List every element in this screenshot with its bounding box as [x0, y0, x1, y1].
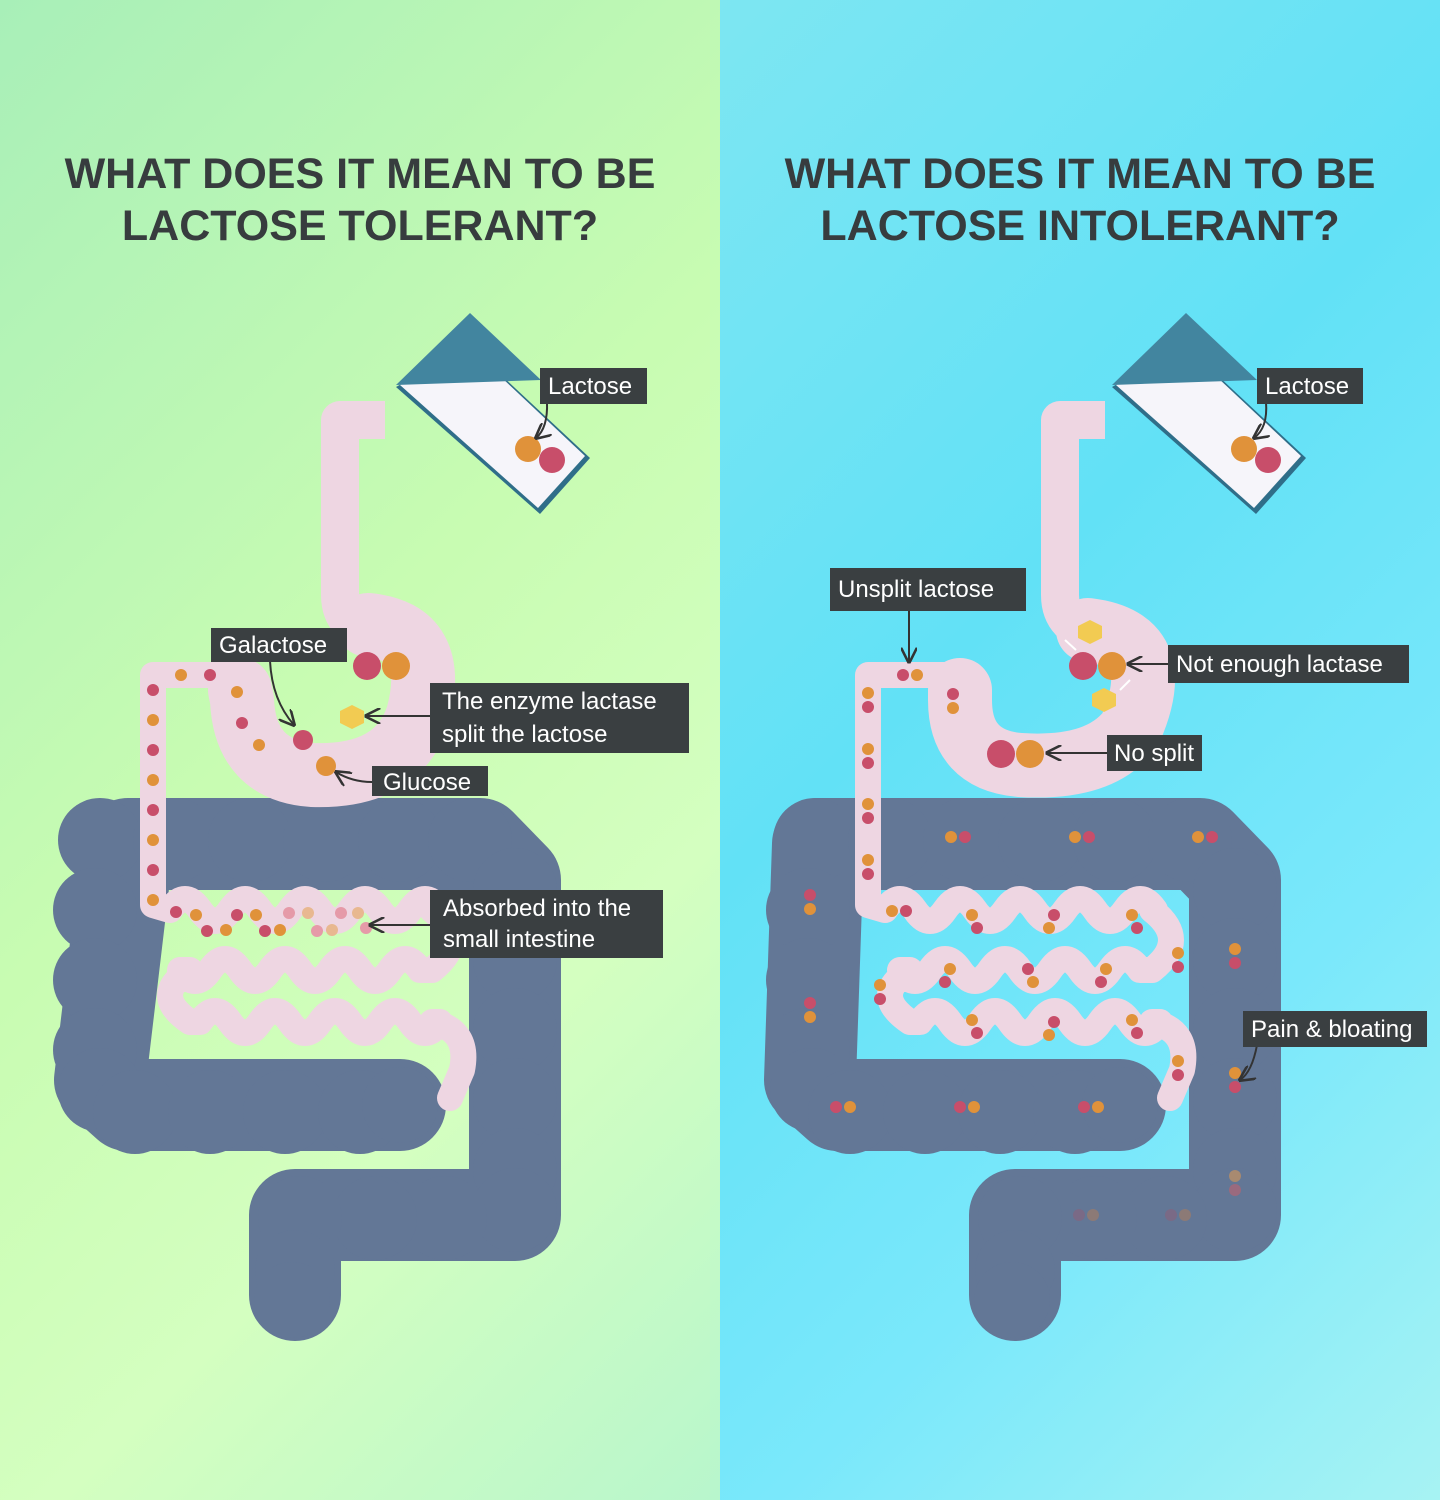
large-intestine-molecules	[804, 831, 1241, 1221]
label-not-enough-lactase: Not enough lactase	[1168, 645, 1409, 683]
svg-text:Not enough lactase: Not enough lactase	[1176, 651, 1383, 678]
label-lactose: Lactose	[1257, 368, 1363, 404]
svg-text:Galactose: Galactose	[219, 632, 327, 659]
intolerant-digestion-diagram: Lactose Unsplit lactose Not enough lacta…	[764, 313, 1427, 1341]
stomach-molecules	[175, 652, 410, 776]
label-no-split: No split	[1107, 735, 1202, 771]
svg-text:Unsplit lactose: Unsplit lactose	[838, 576, 994, 603]
stomach-icon	[208, 401, 456, 808]
tolerant-title-line1: WHAT DOES IT MEAN TO BE	[64, 150, 656, 198]
svg-text:Lactose: Lactose	[1265, 373, 1349, 400]
annotation-arrows	[269, 401, 547, 925]
large-intestine-icon	[764, 798, 1281, 1341]
label-pain-bloating: Pain & bloating	[1243, 1011, 1427, 1047]
label-enzyme-lactase: The enzyme lactase split the lactose	[430, 683, 689, 753]
svg-text:Glucose: Glucose	[383, 769, 471, 796]
label-absorbed: Absorbed into the small intestine	[430, 890, 663, 958]
small-intestine-icon	[140, 662, 477, 1111]
galactose-arrow	[269, 660, 294, 725]
milk-carton-icon	[396, 313, 590, 514]
stomach-molecules	[987, 620, 1131, 768]
milk-carton-icon	[1112, 313, 1306, 514]
glucose-arrow	[336, 772, 373, 782]
large-intestine-icon	[53, 798, 561, 1341]
label-lactose: Lactose	[540, 368, 647, 404]
lactose-arrow	[1254, 401, 1266, 438]
label-glucose: Glucose	[372, 766, 488, 796]
svg-text:Lactose: Lactose	[548, 373, 632, 400]
pain-arrow	[1240, 1044, 1258, 1080]
annotation-arrows	[909, 401, 1266, 1080]
unsplit-molecules	[862, 669, 1184, 1081]
lactose-molecule	[515, 436, 565, 473]
intolerant-panel: WHAT DOES IT MEAN TO BE LACTOSE INTOLERA…	[720, 0, 1440, 1500]
lactose-arrow	[536, 401, 547, 438]
absorbed-molecules	[147, 684, 372, 937]
lactose-molecule	[1231, 436, 1281, 473]
svg-text:No split: No split	[1114, 740, 1194, 767]
tolerant-title-line2: LACTOSE TOLERANT?	[121, 202, 599, 250]
svg-text:small intestine: small intestine	[443, 926, 595, 953]
tolerant-title: WHAT DOES IT MEAN TO BE LACTOSE TOLERANT…	[0, 148, 720, 252]
svg-text:Absorbed into the: Absorbed into the	[443, 895, 631, 922]
small-intestine-icon	[855, 662, 1197, 1111]
svg-text:Pain & bloating: Pain & bloating	[1251, 1016, 1412, 1043]
svg-text:The enzyme lactase: The enzyme lactase	[442, 688, 657, 715]
tolerant-digestion-diagram: Lactose Galactose The enzyme lactase spl…	[53, 313, 689, 1341]
intolerant-title: WHAT DOES IT MEAN TO BE LACTOSE INTOLERA…	[720, 148, 1440, 252]
intolerant-title-line2: LACTOSE INTOLERANT?	[820, 202, 1340, 250]
svg-text:split the lactose: split the lactose	[442, 721, 607, 748]
label-unsplit-lactose: Unsplit lactose	[830, 568, 1026, 611]
intolerant-title-line1: WHAT DOES IT MEAN TO BE	[784, 150, 1376, 198]
tolerant-panel: WHAT DOES IT MEAN TO BE LACTOSE TOLERANT…	[0, 0, 720, 1500]
label-galactose: Galactose	[211, 628, 347, 662]
